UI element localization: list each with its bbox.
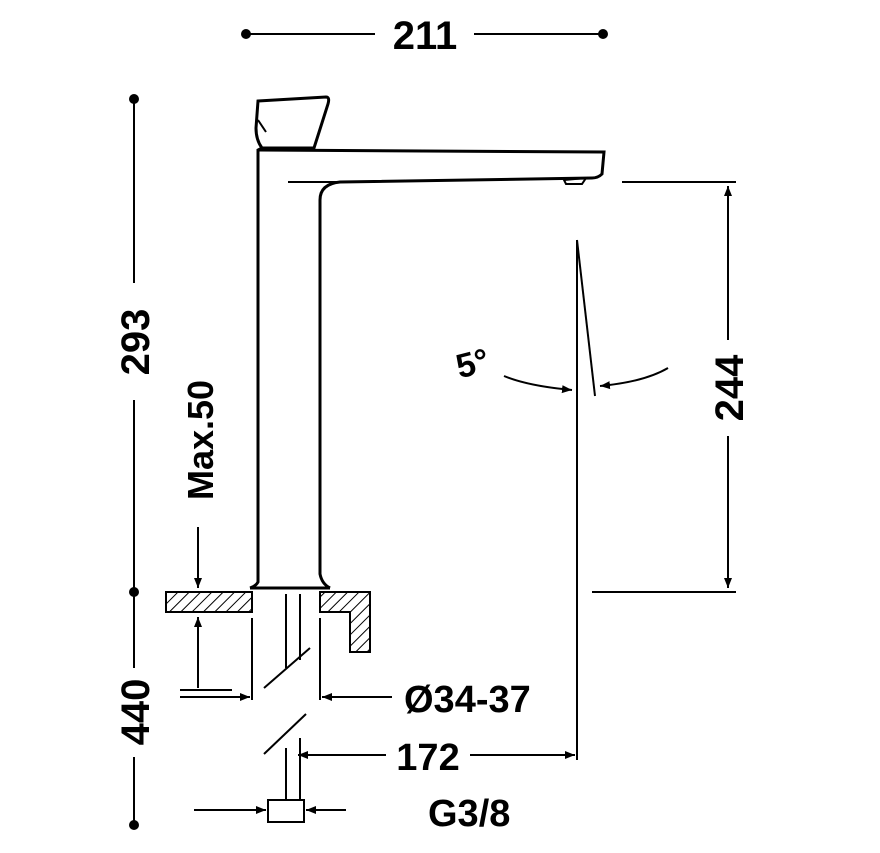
dimension-connection-thread: G3/8 xyxy=(194,793,510,835)
dimension-left-vertical: 293 440 xyxy=(114,94,158,830)
dimension-max-counter: Max.50 xyxy=(180,380,232,691)
dimension-spout-reach: 172 xyxy=(298,737,575,779)
water-jet xyxy=(576,239,596,760)
label-below-counter: 440 xyxy=(114,679,158,746)
dimension-overall-width: 211 xyxy=(241,14,608,58)
label-hole-diameter: Ø34-37 xyxy=(404,679,531,721)
faucet-body xyxy=(249,95,606,590)
label-spout-height: 244 xyxy=(708,354,752,421)
dimension-tilt-angle: 5° xyxy=(452,342,669,394)
lever-handle xyxy=(254,95,331,150)
label-tilt-angle: 5° xyxy=(452,342,493,387)
label-overall-width: 211 xyxy=(393,14,458,58)
label-spout-reach: 172 xyxy=(396,737,459,779)
supply-pipe xyxy=(251,594,321,823)
dimension-hole-diameter: Ø34-37 xyxy=(180,679,531,721)
label-overall-height: 293 xyxy=(114,309,158,376)
label-max-counter: Max.50 xyxy=(180,380,221,500)
label-connection-thread: G3/8 xyxy=(428,793,510,835)
connector-fitting xyxy=(267,799,305,823)
countertop xyxy=(165,591,371,653)
dimension-spout-height: 244 xyxy=(592,181,752,593)
